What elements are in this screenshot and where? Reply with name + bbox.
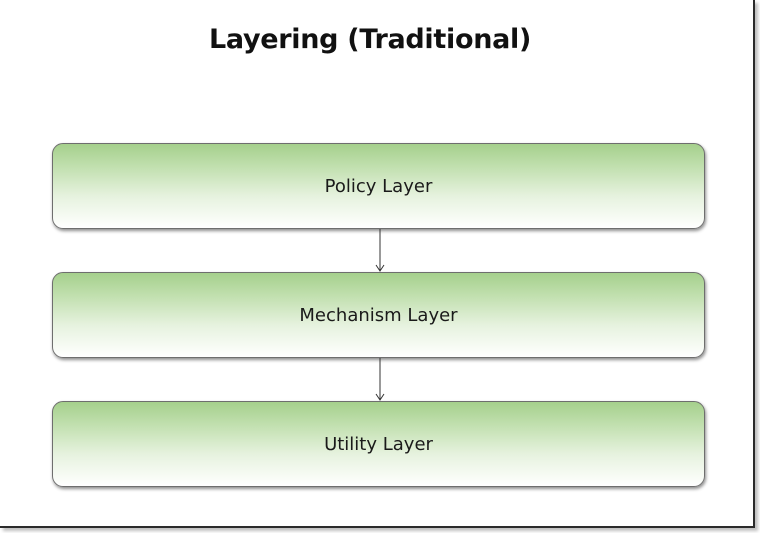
utility-layer-label: Utility Layer	[324, 433, 433, 455]
arrow-policy-to-mechanism	[375, 229, 385, 272]
mechanism-layer-box: Mechanism Layer	[52, 272, 705, 358]
diagram-title: Layering (Traditional)	[208, 24, 532, 55]
mechanism-layer-label: Mechanism Layer	[299, 304, 458, 326]
utility-layer-box: Utility Layer	[52, 401, 705, 487]
policy-layer-box: Policy Layer	[52, 143, 705, 229]
policy-layer-label: Policy Layer	[324, 175, 433, 197]
arrow-mechanism-to-utility	[375, 358, 385, 401]
